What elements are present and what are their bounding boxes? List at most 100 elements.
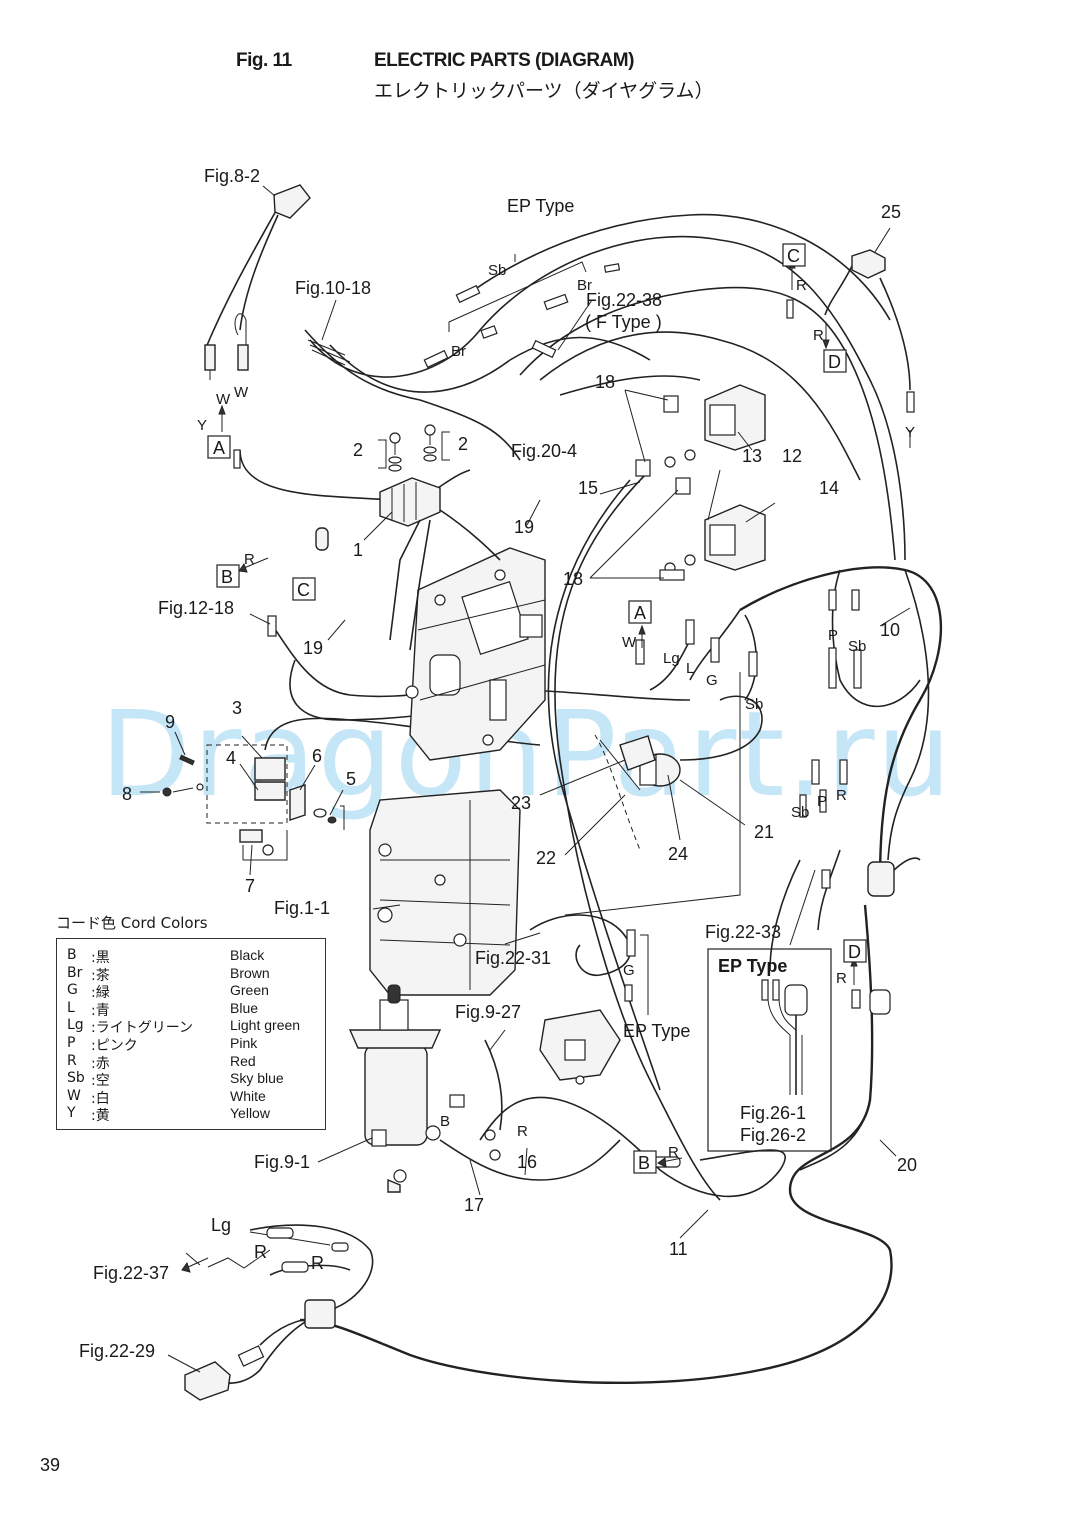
part-label-18-top: 18 xyxy=(595,372,615,392)
part-label-3: 3 xyxy=(232,698,242,718)
wire-letter-br-right: Br xyxy=(577,277,592,294)
connector-d-lower: D xyxy=(848,942,861,962)
part-label-2-right: 2 xyxy=(458,434,468,454)
figure-number: Fig. 11 xyxy=(236,50,292,71)
cord-color-code: G xyxy=(67,982,78,999)
wire-letter-b-starter: B xyxy=(440,1113,450,1130)
cord-color-en: Light green xyxy=(230,1017,301,1034)
ref-ep-type-mid: EP Type xyxy=(623,1021,690,1041)
coupler-20 xyxy=(799,789,921,1015)
wire-letter-r-lower-b: R xyxy=(311,1253,324,1273)
cord-color-jp: :青 xyxy=(91,1002,110,1019)
part-label-17: 17 xyxy=(464,1195,484,1215)
page-number: 39 xyxy=(40,1455,61,1475)
wire-letter-r-d-lower: R xyxy=(836,970,847,987)
connector-boxes xyxy=(207,243,867,1174)
cord-color-code: Y xyxy=(67,1105,76,1122)
wire-letter-g-ep: G xyxy=(623,962,635,979)
ref-fig22-38: Fig.22-38 xyxy=(586,290,662,310)
part-2-hardware xyxy=(378,424,450,472)
cord-color-code: W xyxy=(67,1087,81,1104)
parts-3-9-group xyxy=(162,744,345,861)
wire-letter-l-a: L xyxy=(686,660,694,677)
part-label-13: 13 xyxy=(742,446,762,466)
connector-b-lower: B xyxy=(638,1153,650,1173)
connector-letters: A B C C D A D B xyxy=(213,246,861,1173)
wire-letter-r-d: R xyxy=(813,327,824,344)
cord-color-jp: :黄 xyxy=(91,1108,110,1125)
tubes xyxy=(204,184,351,637)
engine-block xyxy=(369,789,521,996)
part-label-19-top: 19 xyxy=(514,517,534,537)
ref-fig12-18: Fig.12-18 xyxy=(158,598,234,618)
ref-ep-type-box: EP Type xyxy=(718,956,787,976)
connector-c-left: C xyxy=(297,580,310,600)
part-25-sensor xyxy=(824,249,915,413)
cord-color-code: B xyxy=(67,947,77,963)
part-label-6: 6 xyxy=(312,746,322,766)
cord-color-code: Sb xyxy=(67,1070,85,1087)
wire-letter-labels: Sb Br Br Y W W R R R Y W Lg L G Sb P Sb … xyxy=(197,262,915,1273)
starter-relay xyxy=(425,1009,621,1161)
ref-fig22-37: Fig.22-37 xyxy=(93,1263,169,1283)
part-label-16: 16 xyxy=(517,1152,537,1172)
wire-letter-w-a: W xyxy=(622,634,637,651)
cord-color-en: White xyxy=(230,1087,266,1104)
wire-letter-p-lower: P xyxy=(817,793,827,810)
page-subtitle-jp: エレクトリックパーツ（ダイヤグラム） xyxy=(374,80,714,102)
cord-color-code: P xyxy=(67,1035,76,1051)
part-label-5: 5 xyxy=(346,769,356,789)
cord-color-code: L xyxy=(67,999,75,1016)
cord-color-en: Red xyxy=(230,1052,256,1069)
part-label-18-bottom: 18 xyxy=(563,569,583,589)
cord-color-jp: :空 xyxy=(91,1073,110,1090)
wire-letter-r-c: R xyxy=(796,277,807,294)
wire-letter-sb-lower: Sb xyxy=(791,804,809,821)
wire-letter-sb-right: Sb xyxy=(848,638,866,655)
cord-color-en: Yellow xyxy=(230,1105,270,1122)
ref-fig20-4: Fig.20-4 xyxy=(511,441,577,461)
parts-21-24 xyxy=(594,734,681,851)
cord-color-en: Brown xyxy=(230,964,270,981)
connector-c-right: C xyxy=(787,246,800,266)
part-label-20: 20 xyxy=(897,1155,917,1175)
ref-fig9-27: Fig.9-27 xyxy=(455,1002,521,1022)
ref-f-type: ( F Type ) xyxy=(585,312,662,332)
wire-letter-r-b: R xyxy=(244,551,255,568)
cdi-bracket xyxy=(405,547,546,761)
part-label-8: 8 xyxy=(122,784,132,804)
wire-letter-p-right: P xyxy=(828,627,838,644)
cord-color-jp: :赤 xyxy=(91,1055,110,1072)
cord-color-jp: :緑 xyxy=(91,985,110,1002)
ignition-coils xyxy=(635,384,766,581)
cord-color-en: Blue xyxy=(230,999,259,1016)
wire-letter-r-lower-a: R xyxy=(254,1242,267,1262)
cord-color-en: Pink xyxy=(230,1035,258,1051)
part-label-7: 7 xyxy=(245,876,255,896)
cord-color-en: Green xyxy=(230,982,269,999)
ep-type-inset xyxy=(707,948,832,1152)
connector-d-right: D xyxy=(828,352,841,372)
ref-fig8-2: Fig.8-2 xyxy=(204,166,260,186)
part-label-23: 23 xyxy=(511,793,531,813)
wire-letter-w-left: W xyxy=(216,391,231,408)
wire-letter-lg-lower: Lg xyxy=(211,1215,231,1235)
ref-fig26-1: Fig.26-1 xyxy=(740,1103,806,1123)
leader-lines xyxy=(140,185,911,1373)
reference-labels: Fig.8-2 Fig.10-18 Fig.22-38 ( F Type ) F… xyxy=(79,166,806,1361)
part-label-10: 10 xyxy=(880,620,900,640)
fig22-29-part xyxy=(184,1299,336,1401)
ref-fig10-18: Fig.10-18 xyxy=(295,278,371,298)
cord-color-code: Br xyxy=(67,964,83,981)
wire-letter-y-left: Y xyxy=(197,417,207,434)
page-title: ELECTRIC PARTS (DIAGRAM) xyxy=(374,50,634,71)
cord-color-jp: :白 xyxy=(91,1090,110,1107)
cord-color-jp: :ピンク xyxy=(91,1038,138,1054)
wire-letter-r-b-lower: R xyxy=(668,1144,679,1161)
part-label-25: 25 xyxy=(881,202,901,222)
connector-a-left: A xyxy=(213,438,225,458)
cord-color-en: Sky blue xyxy=(230,1070,284,1087)
ref-fig1-1: Fig.1-1 xyxy=(274,898,330,918)
